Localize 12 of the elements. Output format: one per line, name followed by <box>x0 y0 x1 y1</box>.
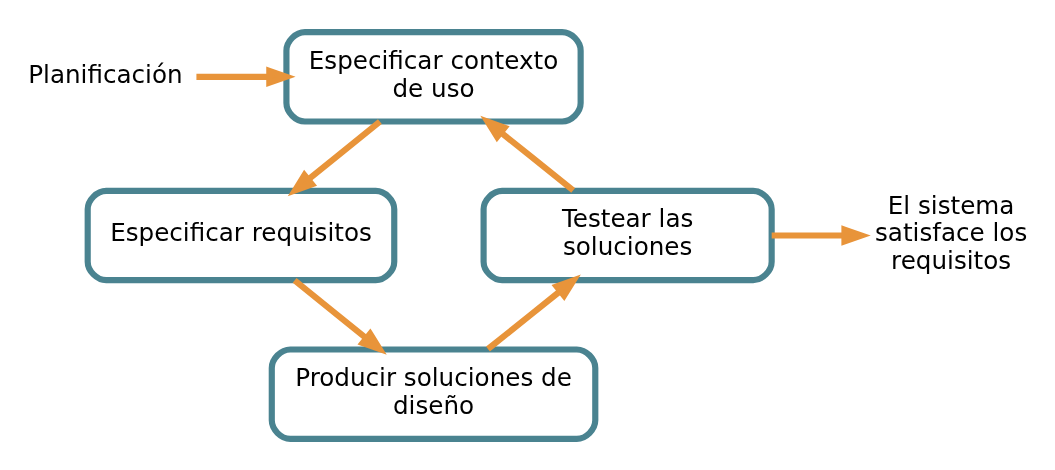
node-text: El sistema satisface los requisitos <box>874 190 1028 275</box>
arrow <box>292 277 387 355</box>
node-box: Testear las soluciones <box>480 187 775 283</box>
node-box: Especificar requisitos <box>84 187 398 283</box>
arrow <box>480 115 576 193</box>
node-box: Producir soluciones de diseño <box>268 345 599 442</box>
node-box: Especificar contexto de uso <box>283 28 584 125</box>
arrow <box>486 274 581 351</box>
node-text: Planificación <box>28 59 183 89</box>
arrow <box>771 224 871 246</box>
arrow <box>287 118 382 196</box>
arrow <box>196 66 296 87</box>
